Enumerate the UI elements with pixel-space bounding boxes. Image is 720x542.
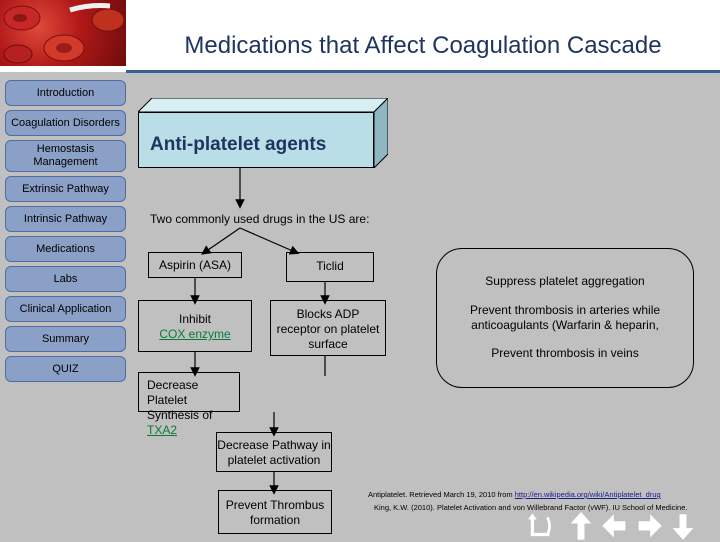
decrease-pathway-label: Decrease Pathway in platelet activation xyxy=(217,438,331,467)
nav-quiz[interactable]: QUIZ xyxy=(5,356,126,382)
heading-box-side xyxy=(374,98,388,168)
decrease-pathway-box: Decrease Pathway in platelet activation xyxy=(216,432,332,472)
nav-labs[interactable]: Labs xyxy=(5,266,126,292)
txa2-link[interactable]: TXA2 xyxy=(147,423,178,437)
intro-text: Two commonly used drugs in the US are: xyxy=(150,212,370,226)
ticlid-label: Ticlid xyxy=(316,259,344,273)
blood-cells-image xyxy=(0,0,126,66)
panel-text-1: Suppress platelet aggregation xyxy=(485,274,645,288)
effects-panel xyxy=(436,248,694,388)
nav-medications[interactable]: Medications xyxy=(5,236,126,262)
back-arrow-icon[interactable] xyxy=(526,512,556,542)
inhibit-label: Inhibit xyxy=(178,312,212,326)
blocks-adp-box: Blocks ADP receptor on platelet surface xyxy=(270,300,386,356)
inhibit-cox-box: Inhibit COX enzyme xyxy=(138,300,252,352)
blocks-adp-label: Blocks ADP receptor on platelet surface xyxy=(276,307,380,351)
down-arrow-icon[interactable] xyxy=(668,512,698,542)
prevent-thrombus-label: Prevent Thrombus formation xyxy=(225,498,325,527)
nav-intrinsic-pathway[interactable]: Intrinsic Pathway xyxy=(5,206,126,232)
aspirin-label: Aspirin (ASA) xyxy=(158,258,232,272)
cox-enzyme-link[interactable]: COX enzyme xyxy=(159,327,231,341)
panel-text-3: Prevent thrombosis in veins xyxy=(491,346,639,360)
reference-1-link[interactable]: http://en.wikipedia.org/wiki/Antiplatele… xyxy=(514,490,661,499)
heading-box-top xyxy=(138,98,388,112)
reference-1-text: Antiplatelet. Retrieved March 19, 2010 f… xyxy=(368,490,513,499)
nav-clinical-application[interactable]: Clinical Application xyxy=(5,296,126,322)
previous-arrow-icon[interactable] xyxy=(600,512,630,542)
prevent-thrombus-box: Prevent Thrombus formation xyxy=(218,490,332,534)
decrease-synthesis-box: Decrease Platelet Synthesis of TXA2 xyxy=(138,372,240,437)
reference-2: King, K.W. (2010). Platelet Activation a… xyxy=(374,503,688,512)
page-title: Medications that Affect Coagulation Casc… xyxy=(184,32,662,59)
header-divider xyxy=(126,70,720,73)
up-arrow-icon[interactable] xyxy=(566,512,596,542)
reference-1: Antiplatelet. Retrieved March 19, 2010 f… xyxy=(368,488,718,501)
nav-summary[interactable]: Summary xyxy=(5,326,126,352)
nav-hemostasis-management[interactable]: Hemostasis Management xyxy=(5,140,126,172)
section-heading: Anti-platelet agents xyxy=(150,134,327,155)
heading-box xyxy=(138,112,374,168)
decrease-synthesis-label: Decrease Platelet Synthesis of xyxy=(147,378,213,422)
next-arrow-icon[interactable] xyxy=(634,512,664,542)
nav-introduction[interactable]: Introduction xyxy=(5,80,126,106)
panel-text-2: Prevent thrombosis in arteries while ant… xyxy=(469,303,661,332)
nav-extrinsic-pathway[interactable]: Extrinsic Pathway xyxy=(5,176,126,202)
aspirin-box: Aspirin (ASA) xyxy=(148,252,242,278)
nav-coagulation-disorders[interactable]: Coagulation Disorders xyxy=(5,110,126,136)
ticlid-box: Ticlid xyxy=(286,252,374,282)
